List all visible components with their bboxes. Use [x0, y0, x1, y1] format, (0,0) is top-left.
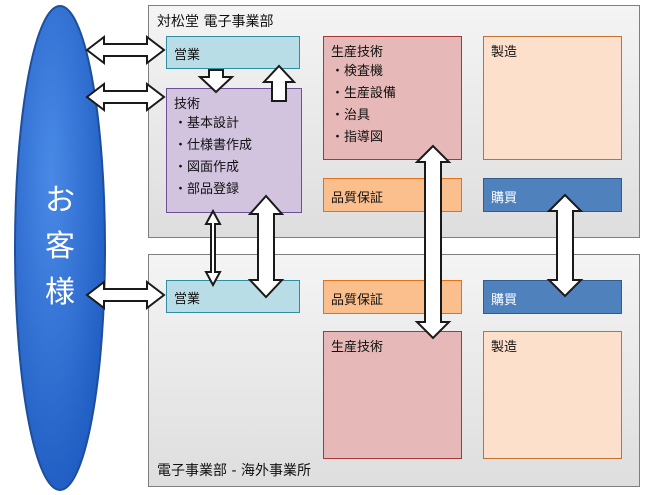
top-sales-label: 営業 — [174, 48, 201, 63]
production-engineering-task: ・検査機 — [331, 64, 384, 79]
double-arrow-production-engineering — [414, 144, 452, 340]
customer-label-char: 客 — [45, 229, 75, 264]
double-arrow-engineering-bottom-sales-left — [204, 208, 222, 288]
bottom-production-engineering-box: 生産技術 — [323, 331, 462, 459]
double-arrow-engineering-bottom-sales-right — [247, 194, 285, 299]
arrow-sales-to-engineering — [197, 69, 235, 94]
engineering-box: 技術 ・基本設計 ・仕様書作成 ・図面作成 ・部品登録 — [166, 88, 302, 213]
top-manufacturing-box: 製造 — [483, 36, 622, 160]
engineering-label: 技術 — [174, 97, 201, 112]
top-quality-assurance-label: 品質保証 — [331, 191, 384, 206]
bottom-production-engineering-label: 生産技術 — [331, 340, 384, 355]
bottom-panel-title: 電子事業部 - 海外事業所 — [157, 463, 311, 479]
customer-label-char: 様 — [45, 275, 75, 310]
production-engineering-task: ・治具 — [331, 108, 371, 123]
production-engineering-task: ・生産設備 — [331, 86, 397, 101]
engineering-task-list: ・基本設計 ・仕様書作成 ・図面作成 ・部品登録 — [174, 113, 252, 201]
bottom-manufacturing-label: 製造 — [491, 340, 518, 355]
bottom-purchasing-box: 購買 — [483, 280, 622, 314]
bottom-purchasing-label: 購買 — [491, 293, 518, 308]
double-arrow-customer-bottom-sales — [85, 279, 166, 311]
engineering-task: ・部品登録 — [174, 182, 240, 197]
customer-label-char: お — [45, 183, 75, 218]
customer-ellipse — [14, 5, 106, 491]
production-engineering-task: ・指導図 — [331, 130, 384, 145]
top-purchasing-label: 購買 — [491, 191, 518, 206]
top-panel-title: 対松堂 電子事業部 — [157, 14, 274, 30]
bottom-quality-assurance-label: 品質保証 — [331, 293, 384, 308]
arrow-engineering-to-sales — [261, 64, 297, 102]
production-engineering-task-list: ・検査機 ・生産設備 ・治具 ・指導図 — [331, 61, 396, 149]
double-arrow-customer-engineering — [85, 81, 166, 113]
engineering-task: ・基本設計 — [174, 116, 240, 131]
engineering-task: ・図面作成 — [174, 160, 240, 175]
bottom-manufacturing-box: 製造 — [483, 331, 622, 459]
top-production-engineering-box: 生産技術 ・検査機 ・生産設備 ・治具 ・指導図 — [323, 36, 462, 160]
double-arrow-customer-top-sales — [85, 34, 166, 66]
engineering-task: ・仕様書作成 — [174, 138, 253, 153]
bottom-sales-label: 営業 — [174, 292, 201, 307]
top-manufacturing-label: 製造 — [491, 45, 518, 60]
top-production-engineering-label: 生産技術 — [331, 45, 384, 60]
top-sales-box: 営業 — [166, 36, 300, 69]
double-arrow-purchasing — [546, 193, 584, 298]
